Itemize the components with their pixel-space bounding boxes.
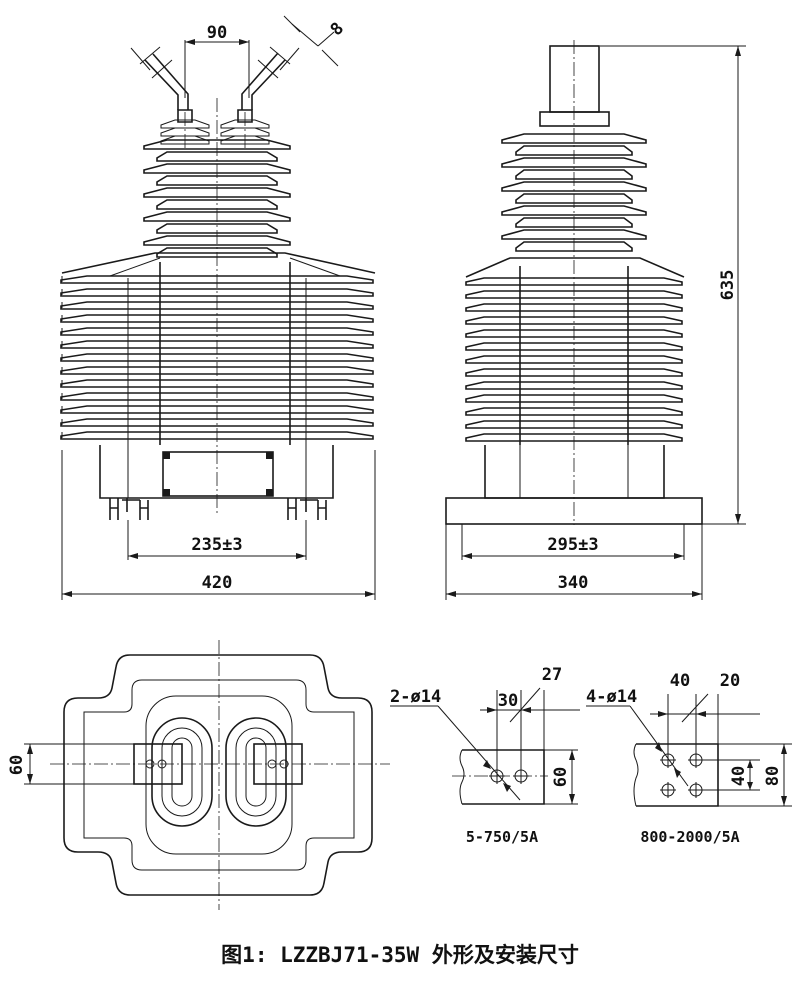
terminal-large-holes: 4-ø14: [586, 687, 637, 707]
dim-height: 635: [718, 270, 738, 301]
front-insulator-sheds: [60, 119, 374, 440]
terminal-small-edge: 27: [542, 665, 562, 685]
dim-overall-width: 420: [202, 573, 233, 593]
front-view: 90 8 235±3 420: [60, 15, 376, 600]
dim-lead-diameter: 8: [327, 19, 348, 40]
plan-dim-terminal: 60: [7, 755, 27, 775]
terminal-large-spacing: 40: [670, 671, 690, 691]
side-insulator-sheds: [465, 133, 683, 442]
terminal-small-spacing: 30: [498, 691, 518, 711]
plan-view: 60: [7, 640, 390, 910]
side-dim-mount-spacing: 295±3: [547, 535, 598, 555]
terminal-large-edge: 20: [720, 671, 740, 691]
terminal-large-rating: 800-2000/5A: [640, 828, 739, 846]
dim-terminal-spacing: 90: [207, 23, 227, 43]
terminal-detail-large: 4-ø14 40 20 40 80 800-2000/5A: [586, 671, 792, 846]
terminal-detail-small: 2-ø14 30 27 60 5-750/5A: [390, 665, 580, 846]
terminal-small-height: 60: [551, 767, 571, 787]
terminal-large-inner: 40: [729, 766, 749, 786]
side-dim-overall-width: 340: [558, 573, 589, 593]
dim-mount-spacing: 235±3: [191, 535, 242, 555]
terminal-small-holes: 2-ø14: [390, 687, 441, 707]
figure-caption: 图1: LZZBJ71-35W 外形及安装尺寸: [221, 943, 579, 967]
side-view: 635 295±3 340: [445, 40, 746, 600]
terminal-large-height: 80: [763, 766, 783, 786]
terminal-small-rating: 5-750/5A: [466, 828, 538, 846]
